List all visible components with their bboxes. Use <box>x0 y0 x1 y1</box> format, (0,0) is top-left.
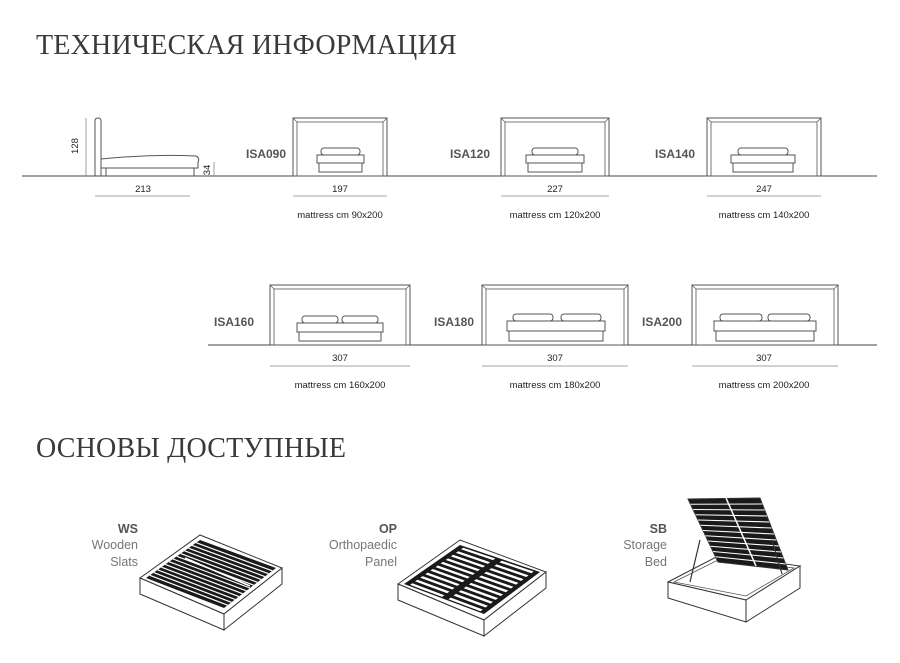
front-view-isa200 <box>691 284 839 367</box>
side-height-label: 128 <box>70 138 81 154</box>
base-code-op: OP <box>379 522 397 536</box>
slat-line <box>188 547 266 578</box>
slat-line <box>168 561 247 592</box>
width-isa200: 307 <box>756 353 772 364</box>
front-view-isa090 <box>292 117 388 197</box>
panel-slot <box>410 583 445 597</box>
front-view-isa140 <box>706 117 822 197</box>
slat-line <box>157 569 236 600</box>
wooden-slats-base-icon <box>138 534 283 632</box>
panel-slot <box>473 579 509 593</box>
base-line2-op: Panel <box>365 555 397 569</box>
width-isa180: 307 <box>547 353 563 364</box>
panel-slot <box>415 579 450 594</box>
panel-slot <box>458 590 493 604</box>
slat-line <box>712 550 784 559</box>
bases-heading: ОСНОВЫ ДОСТУПНЫЕ <box>36 433 347 464</box>
panel-slot <box>435 565 470 579</box>
panel-slot <box>463 586 499 600</box>
panel-slot <box>450 554 486 568</box>
slat-line <box>710 545 782 553</box>
tech-info-heading: ТЕХНИЧЕСКАЯ ИНФОРМАЦИЯ <box>36 30 457 61</box>
slat-line <box>700 524 772 529</box>
mattress-isa180: mattress cm 180x200 <box>510 380 601 391</box>
slat-line <box>697 519 770 523</box>
panel-slot <box>479 575 514 589</box>
slat-line <box>702 529 775 535</box>
slat-line <box>172 558 251 589</box>
front-view-isa120 <box>500 117 610 197</box>
panel-slot <box>430 569 465 583</box>
storage-bed-base-icon <box>666 497 802 623</box>
model-code-isa160: ISA160 <box>214 315 254 329</box>
mattress-isa120: mattress cm 120x200 <box>510 210 601 221</box>
slat-line <box>149 574 228 606</box>
panel-slot <box>455 551 491 564</box>
mattress-isa200: mattress cm 200x200 <box>719 380 810 391</box>
side-view-drawing <box>85 117 215 197</box>
base-line1-op: Orthopaedic <box>329 538 397 552</box>
base-line1-ws: Wooden <box>92 538 138 552</box>
panel-slot <box>440 561 475 575</box>
panel-slot <box>448 597 483 612</box>
slat-line <box>153 572 232 603</box>
base-line2-sb: Bed <box>645 555 667 569</box>
slat-line <box>707 540 779 547</box>
slat-line <box>695 514 768 517</box>
panel-slot <box>468 582 504 597</box>
side-length-label: 213 <box>135 184 151 195</box>
model-code-isa120: ISA120 <box>450 147 490 161</box>
panel-slot <box>494 564 529 578</box>
base-line2-ws: Slats <box>110 555 138 569</box>
base-code-ws: WS <box>118 522 138 536</box>
slat-line <box>161 566 240 598</box>
slat-line <box>165 563 243 595</box>
side-leg-label: 34 <box>202 165 213 176</box>
model-code-isa090: ISA090 <box>246 147 286 161</box>
width-isa090: 197 <box>332 184 348 195</box>
model-code-isa200: ISA200 <box>642 315 682 329</box>
panel-slot <box>425 572 460 586</box>
slat-line <box>692 508 765 511</box>
panel-slot <box>453 593 488 608</box>
model-code-isa140: ISA140 <box>655 147 695 161</box>
slat-line <box>715 556 786 565</box>
mattress-isa090: mattress cm 90x200 <box>297 210 383 221</box>
panel-slot <box>460 547 496 561</box>
panel-slot <box>445 558 480 572</box>
slat-line <box>192 544 269 575</box>
model-code-isa180: ISA180 <box>434 315 474 329</box>
mattress-isa160: mattress cm 160x200 <box>295 380 386 391</box>
panel-slot <box>420 576 455 590</box>
width-isa140: 247 <box>756 184 772 195</box>
panel-slot <box>484 571 519 585</box>
slat-line <box>180 553 258 583</box>
front-view-isa160 <box>269 284 411 367</box>
width-isa160: 307 <box>332 353 348 364</box>
mattress-isa140: mattress cm 140x200 <box>719 210 810 221</box>
orthopaedic-panel-base-icon <box>396 539 548 638</box>
front-view-isa180 <box>481 284 629 367</box>
panel-slot <box>489 568 524 581</box>
panel-slot <box>499 560 534 574</box>
slat-line <box>184 550 262 580</box>
slat-line <box>705 535 777 541</box>
base-code-sb: SB <box>650 522 667 536</box>
width-isa120: 227 <box>547 184 563 195</box>
base-line1-sb: Storage <box>623 538 667 552</box>
slat-line <box>195 542 273 572</box>
